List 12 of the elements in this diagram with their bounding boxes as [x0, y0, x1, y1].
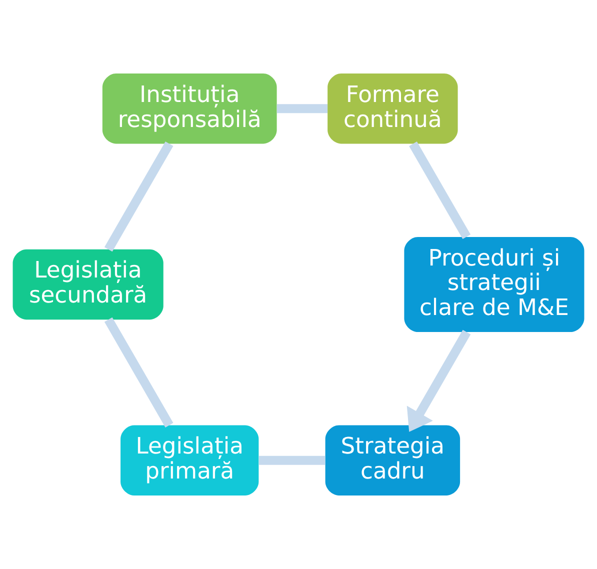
connector — [104, 141, 174, 252]
node-box: Legislația secundară — [12, 249, 164, 320]
node-box: Legislația primară — [120, 425, 259, 496]
arrow — [406, 330, 471, 432]
node-box: Instituția responsabilă — [102, 74, 277, 144]
connector — [259, 456, 326, 465]
node-box: Formare continuă — [328, 74, 458, 144]
connector — [104, 317, 174, 428]
connector — [276, 104, 328, 114]
node-box: Strategia cadru — [325, 425, 460, 496]
node-box: Proceduri și strategii clare de M&E — [404, 236, 584, 332]
connector — [409, 142, 471, 239]
